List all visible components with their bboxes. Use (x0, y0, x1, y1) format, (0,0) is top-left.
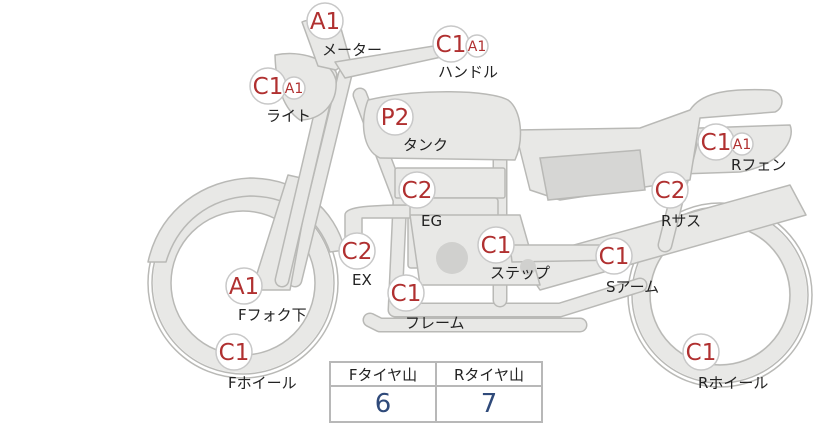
part-step: C1 ステップ (477, 226, 550, 282)
grade-text: C2 (655, 178, 686, 204)
part-meter: A1 メーター (306, 2, 382, 59)
part-frame: C1 フレーム (387, 274, 465, 332)
sub-grade-text: A1 (733, 137, 751, 153)
tread-table-value-row: 6 7 (329, 385, 543, 423)
grade-text: P2 (381, 105, 410, 131)
grade-text: C1 (599, 244, 630, 270)
tread-table-header-row: Fタイヤ山 Rタイヤ山 (329, 361, 543, 387)
side-cover-shape (539, 149, 646, 201)
part-label: EX (352, 271, 372, 289)
front-tread-value: 6 (329, 385, 437, 423)
rear-tread-header: Rタイヤ山 (435, 361, 543, 387)
sub-grade-badge (465, 34, 489, 58)
grade-badge (225, 267, 263, 305)
tread-table: Fタイヤ山 Rタイヤ山 6 7 (329, 361, 543, 423)
grade-badge (682, 333, 720, 371)
part-label: ライト (266, 107, 311, 125)
grade-text: A1 (229, 274, 259, 300)
part-label: フレーム (405, 314, 465, 332)
grade-badge (477, 226, 515, 264)
part-label: Fフォク下 (238, 306, 307, 324)
rear-tread-value: 7 (435, 385, 543, 423)
grade-badge (338, 232, 376, 270)
sub-grade-badge (730, 132, 754, 156)
grade-badge (398, 171, 436, 209)
grade-badge (595, 237, 633, 275)
grade-text: C2 (342, 239, 373, 265)
sub-grade-text: A1 (285, 81, 303, 97)
part-label: Rホイール (698, 374, 768, 392)
part-tank: P2 タンク (376, 98, 448, 154)
grade-text: C1 (436, 32, 467, 58)
grade-badge (306, 2, 344, 40)
grade-text: C1 (481, 233, 512, 259)
part-label: メーター (322, 41, 382, 59)
part-label: Sアーム (606, 278, 659, 296)
part-label: EG (421, 212, 442, 230)
sub-grade-badge (282, 76, 306, 100)
grade-text: C1 (686, 340, 717, 366)
sub-grade-text: A1 (468, 39, 486, 55)
part-label: タンク (403, 136, 448, 154)
grade-text: C1 (391, 281, 422, 307)
grade-text: C1 (253, 74, 284, 100)
part-label: ステップ (490, 264, 550, 282)
grade-badge (651, 171, 689, 209)
grade-text: C1 (701, 130, 732, 156)
grade-badge (387, 274, 425, 312)
part-label: Rフェン (731, 156, 786, 174)
front-tread-header: Fタイヤ山 (329, 361, 437, 387)
part-label: Fホイール (228, 374, 297, 392)
grade-text: C2 (402, 178, 433, 204)
part-label: ハンドル (438, 63, 498, 81)
grade-text: A1 (310, 9, 340, 35)
part-label: Rサス (661, 212, 701, 230)
grade-badge (376, 98, 414, 136)
grade-badge (215, 333, 253, 371)
grade-text: C1 (219, 340, 250, 366)
